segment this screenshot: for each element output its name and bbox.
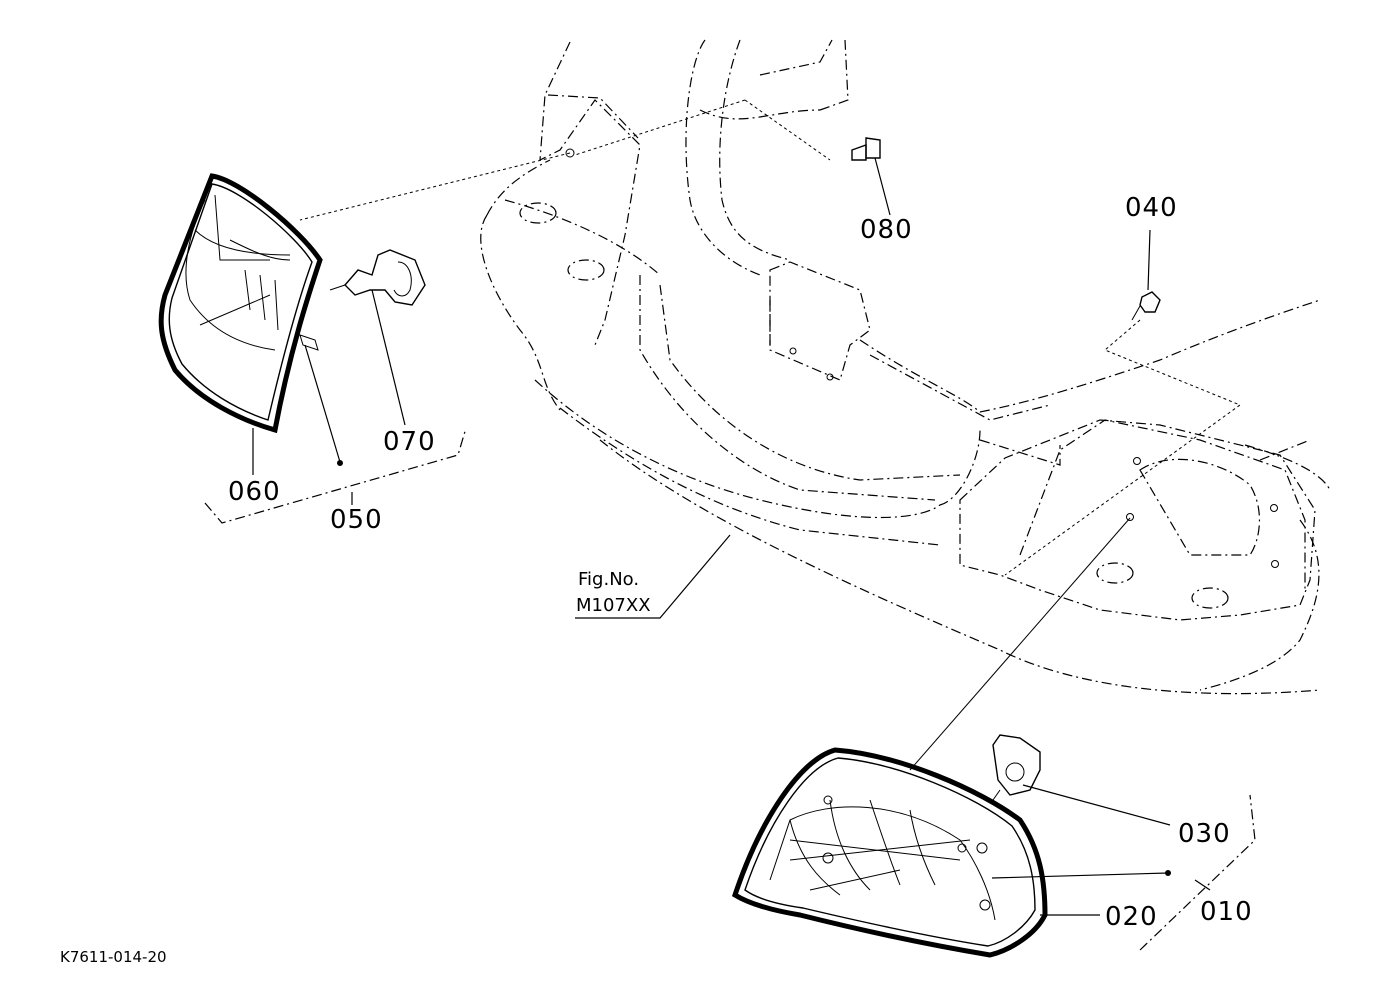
right-group-bracket xyxy=(1139,794,1256,951)
left-lamp-assembly xyxy=(158,173,323,434)
label-060: 060 xyxy=(228,477,281,507)
label-020: 020 xyxy=(1105,902,1158,932)
left-group-bracket xyxy=(204,427,467,524)
screw-040 xyxy=(1131,291,1161,321)
hood-body-outline xyxy=(480,39,1331,695)
screw-080 xyxy=(851,137,881,161)
label-050: 050 xyxy=(330,505,383,535)
drawing-code: K7611-014-20 xyxy=(60,948,167,966)
label-030: 030 xyxy=(1178,819,1231,849)
fig-ref-line1: Fig.No. xyxy=(578,569,639,590)
leader-lines xyxy=(252,157,1211,916)
label-080: 080 xyxy=(860,215,913,245)
alignment-lines xyxy=(299,99,1242,771)
label-070: 070 xyxy=(383,427,436,457)
label-040: 040 xyxy=(1125,193,1178,223)
left-bulb xyxy=(329,249,426,306)
fig-ref-line2: M107XX xyxy=(576,595,651,616)
right-bulb xyxy=(992,734,1041,801)
right-lamp-assembly xyxy=(732,747,1048,958)
label-010: 010 xyxy=(1200,897,1253,927)
